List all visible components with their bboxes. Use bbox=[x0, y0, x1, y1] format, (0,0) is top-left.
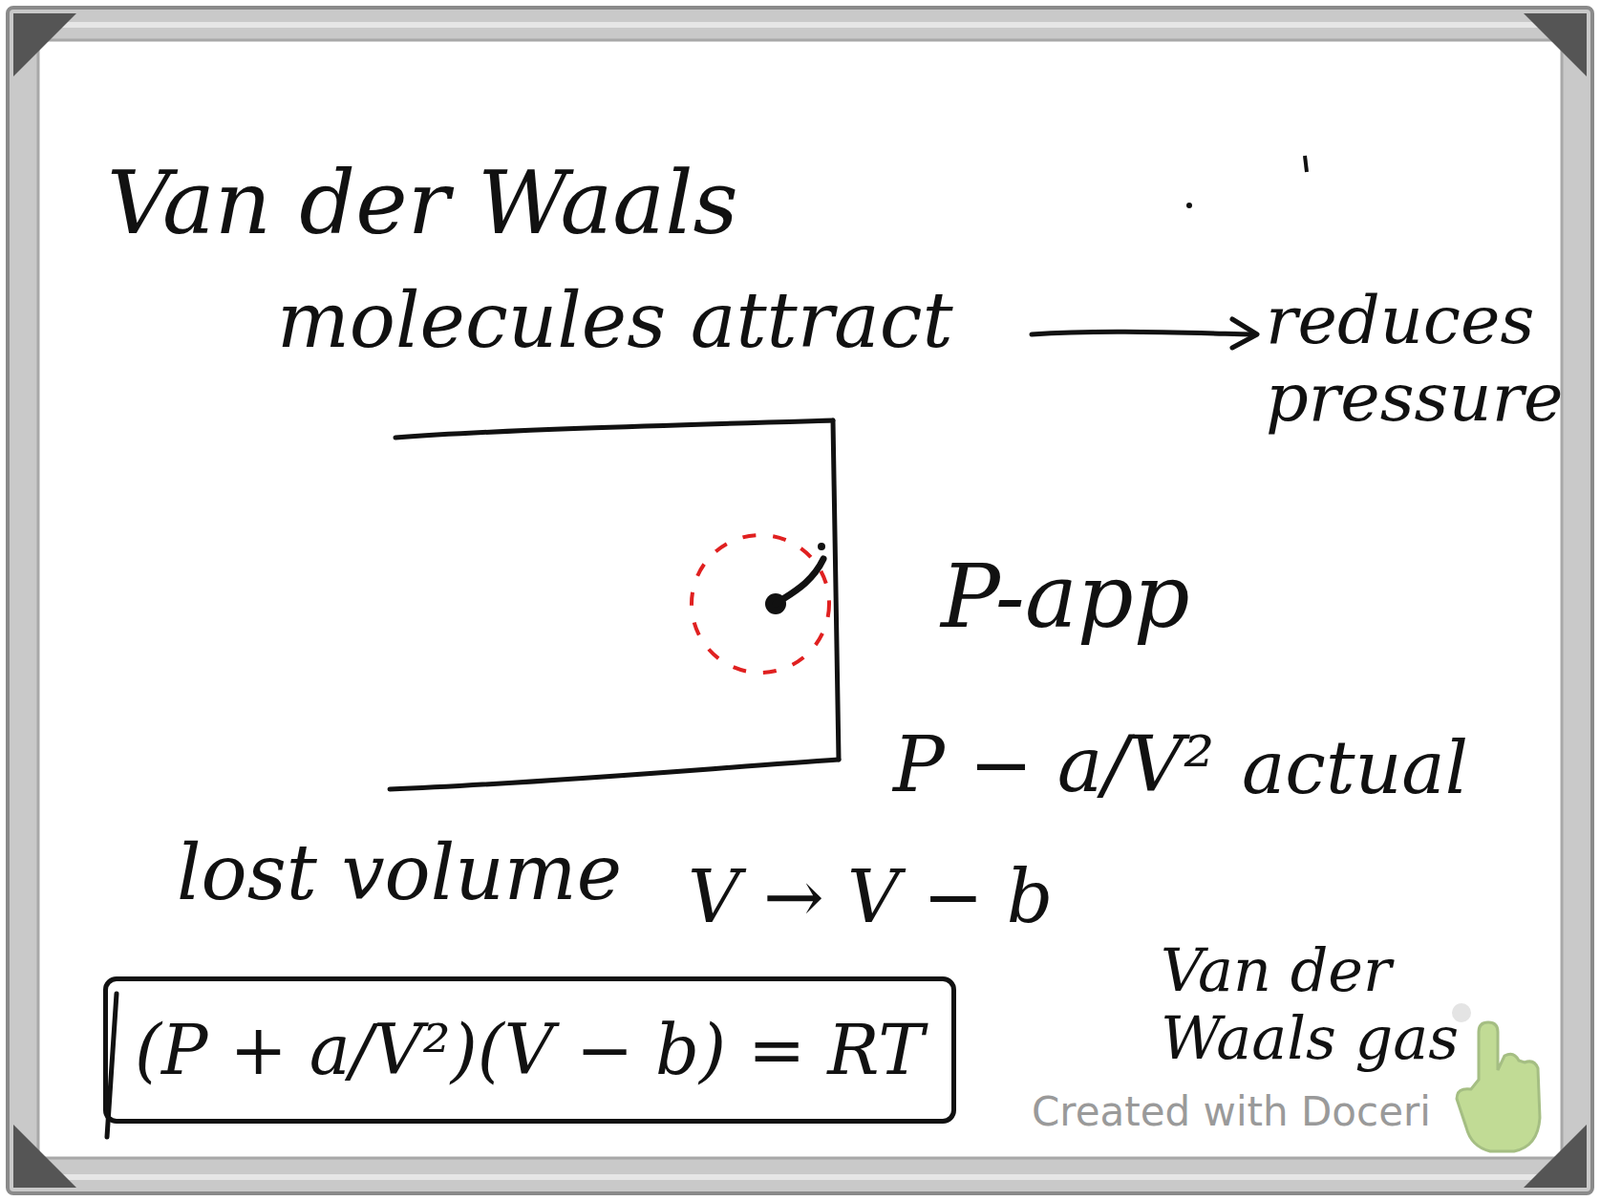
handwritten-note: actual bbox=[1241, 725, 1469, 810]
arrow-head bbox=[1232, 319, 1258, 348]
molecule bbox=[817, 542, 826, 551]
stray-mark bbox=[1304, 155, 1307, 172]
frame-highlight bbox=[57, 1173, 1543, 1180]
molecule-path bbox=[775, 558, 824, 604]
handwritten-formula: P-app bbox=[940, 546, 1191, 648]
frame-corner bbox=[1523, 13, 1587, 77]
equation-text: (P + a/V²)(V − b) = RT bbox=[134, 1009, 952, 1090]
frame-corner bbox=[13, 1124, 77, 1188]
handwritten-note: lost volume bbox=[176, 829, 622, 918]
handwritten-note: Van der Waals gas bbox=[1160, 936, 1476, 1073]
container-wall bbox=[395, 420, 833, 438]
handwritten-formula: V → V − b bbox=[687, 854, 1053, 939]
frame-corner bbox=[13, 13, 77, 77]
frame-highlight bbox=[57, 21, 1543, 28]
handwritten-formula: P − a/V² bbox=[893, 721, 1215, 810]
container-wall bbox=[832, 420, 839, 760]
doceri-icon bbox=[1451, 1002, 1540, 1152]
watermark: Created with Doceri bbox=[1031, 1088, 1431, 1135]
bracket-stroke bbox=[106, 993, 117, 1137]
stray-mark bbox=[1186, 202, 1193, 209]
board-surface bbox=[38, 40, 1562, 1158]
attraction-range bbox=[691, 534, 830, 673]
container-wall bbox=[389, 759, 839, 790]
board-title: Van der Waals bbox=[106, 152, 739, 255]
handwritten-note: molecules attract bbox=[277, 277, 954, 365]
equation-box: (P + a/V²)(V − b) = RT bbox=[103, 976, 957, 1124]
handwritten-note: reduces pressure bbox=[1265, 281, 1581, 436]
arrow-line bbox=[1031, 331, 1254, 335]
board-frame bbox=[7, 7, 1593, 1194]
